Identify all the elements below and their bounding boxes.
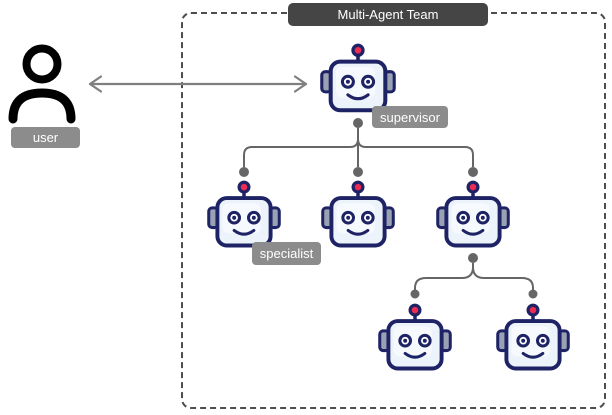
specialist-robot-1-icon [207, 179, 281, 253]
robot-icon [321, 180, 395, 248]
supervisor-robot-icon [320, 42, 396, 118]
user-icon [8, 44, 76, 124]
specialist-robot-2-icon [321, 179, 395, 253]
specialist-robot-3-icon [436, 179, 510, 253]
specialist-label: specialist [252, 242, 321, 265]
team-title: Multi-Agent Team [288, 3, 488, 26]
robot-icon [496, 303, 570, 371]
worker-robot-2-icon [496, 302, 570, 376]
worker-robot-1-icon [378, 302, 452, 376]
user-label: user [11, 127, 80, 148]
robot-icon [436, 180, 510, 248]
supervisor-label: supervisor [372, 106, 448, 128]
robot-icon [320, 43, 396, 113]
robot-icon [378, 303, 452, 371]
robot-icon [207, 180, 281, 248]
